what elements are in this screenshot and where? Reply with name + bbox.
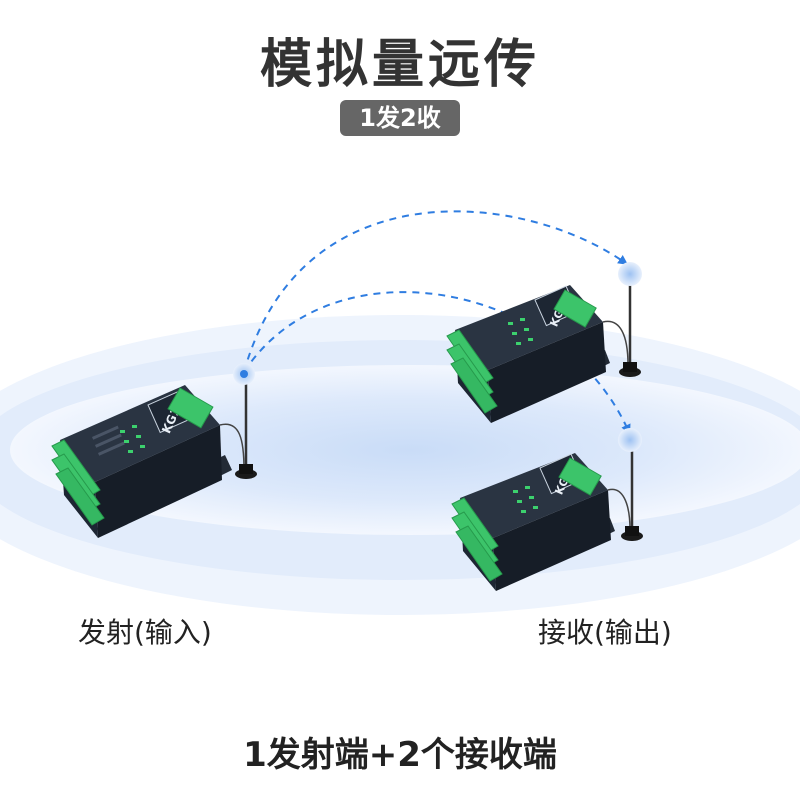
receiver-device-2: KG10	[451, 428, 643, 591]
transmitter-device: KG10	[51, 363, 257, 538]
mode-badge: 1发2收	[340, 100, 460, 136]
receiver-2-signal-glow	[618, 428, 642, 452]
receiver-device-1: KG10	[446, 262, 642, 423]
receiver-1-terminals	[446, 289, 597, 414]
transmitter-label: 发射(输入)	[78, 616, 212, 649]
page-title: 模拟量远传	[259, 35, 540, 95]
transmitter-terminals	[51, 387, 214, 526]
signal-arc-upper	[243, 210, 629, 373]
receiver-1-signal-glow	[618, 262, 642, 286]
receiver-label: 接收(输出)	[538, 616, 672, 649]
receiver-2-terminals	[451, 457, 602, 582]
footer-caption: 1发射端+2个接收端	[243, 735, 557, 775]
